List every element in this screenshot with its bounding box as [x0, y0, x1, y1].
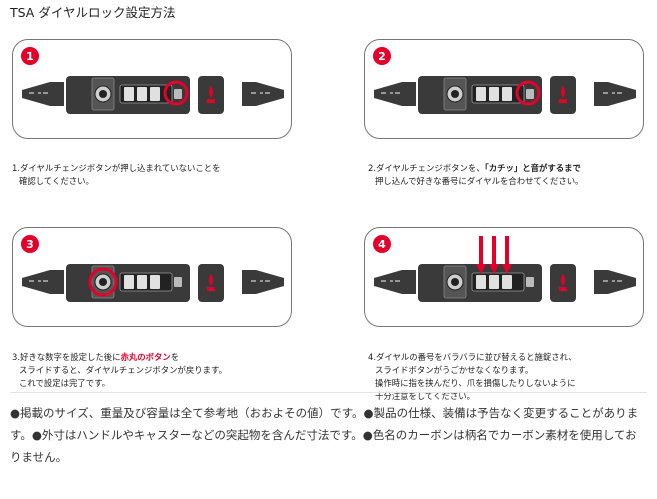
step-number-badge: 2 — [373, 47, 391, 65]
step-4-caption: 4.ダイヤルの番号をバラバラに並び替えると施錠され、 スライドボタンがうごかせな… — [368, 352, 577, 401]
step-number-badge: 1 — [21, 47, 39, 65]
tsa-lock-icon — [22, 76, 284, 114]
red-circle-highlight — [88, 267, 118, 297]
step-2-caption: 2.ダイヤルチェンジボタンを、「カチッ」と音がするまで 押し込んで好きな番号にダ… — [368, 163, 584, 186]
step-number-badge: 3 — [21, 235, 39, 253]
page-title: TSA ダイヤルロック設定方法 — [10, 5, 176, 20]
red-circle-highlight — [163, 80, 189, 106]
tsa-lock-icon — [22, 264, 284, 302]
step-2-illustration: 2 — [364, 39, 644, 139]
tsa-lock-icon — [374, 264, 636, 302]
step-1-illustration: 1 — [12, 39, 292, 139]
red-circle-highlight — [515, 80, 541, 106]
step-4-illustration: 4 — [364, 227, 644, 327]
step-number-badge: 4 — [373, 235, 391, 253]
disclaimer-text: ●掲載のサイズ、重量及び容量は全て参考地（おおよその値）です。●製品の仕様、装備… — [10, 406, 639, 464]
step-3-illustration: 3 — [12, 227, 292, 327]
step-1-caption: 1.ダイヤルチェンジボタンが押し込まれていないことを 確認してください。 — [12, 163, 221, 186]
section-divider — [10, 392, 647, 393]
step-3-caption: 3.好きな数字を設定した後に赤丸のボタンを スライドすると、ダイヤルチェンジボタ… — [12, 352, 227, 388]
red-arrow-indicator — [476, 236, 512, 274]
tsa-lock-icon — [374, 76, 636, 114]
